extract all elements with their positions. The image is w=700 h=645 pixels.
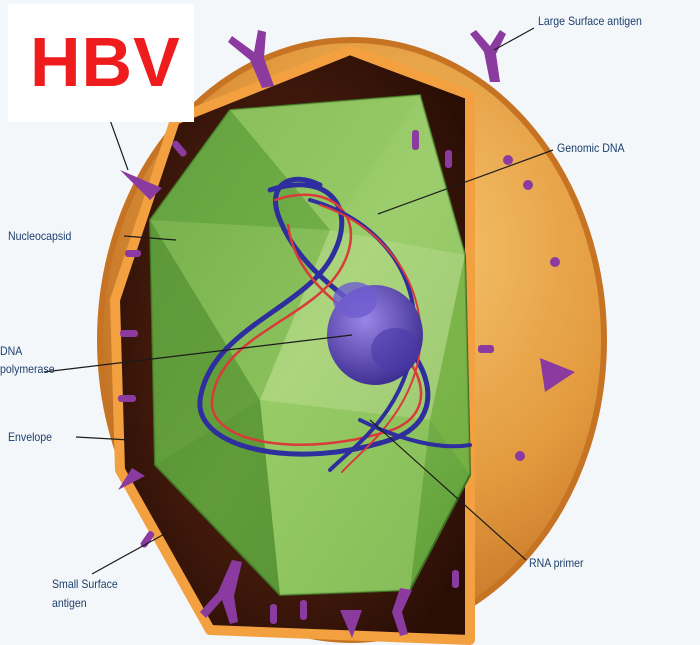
- title-box: HBV: [8, 4, 194, 122]
- label-envelope: Envelope: [8, 430, 52, 445]
- label-genomic-dna: Genomic DNA: [557, 141, 624, 156]
- label-nucleocapsid: Nucleocapsid: [8, 229, 71, 244]
- diagram-title: HBV: [30, 22, 181, 102]
- label-dna-polymerase-line1: DNA: [0, 344, 22, 359]
- label-dna-polymerase-line2: polymerase: [0, 362, 55, 377]
- label-rna-primer: RNA primer: [529, 556, 584, 571]
- label-small-surface-antigen-line2: antigen: [52, 596, 87, 611]
- label-small-surface-antigen-line1: Small Surface: [52, 577, 118, 592]
- label-large-surface-antigen: Large Surface antigen: [538, 14, 642, 29]
